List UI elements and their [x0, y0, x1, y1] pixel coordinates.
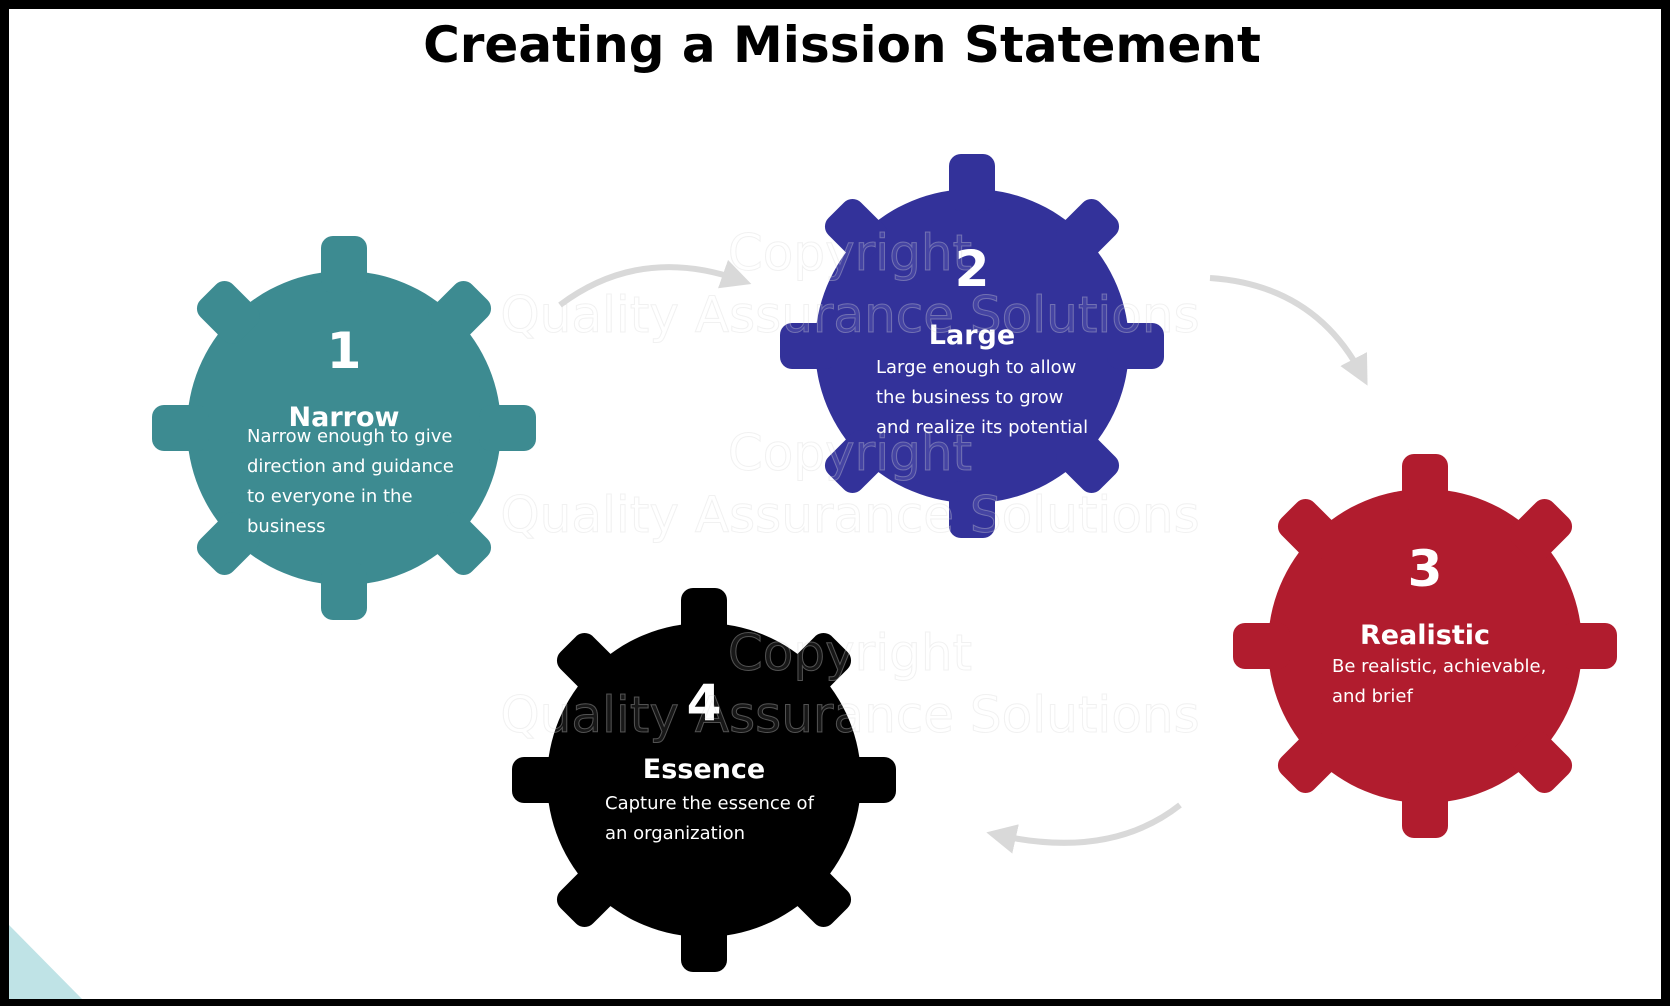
- step-3-description-line: Be realistic, achievable,: [1332, 656, 1546, 677]
- arrow-3-to-4: [986, 802, 1182, 854]
- step-3-label: Realistic: [1360, 620, 1490, 651]
- step-2-number: 2: [955, 240, 990, 298]
- arrow-1-to-2: [558, 259, 752, 308]
- step-2-description-line: the business to grow: [876, 387, 1063, 408]
- watermark-line1: Copyright: [728, 224, 972, 282]
- watermark-line2: Quality Assurance Solutions: [500, 286, 1199, 344]
- watermark-line1: Copyright: [728, 624, 972, 682]
- step-3-number: 3: [1408, 540, 1443, 598]
- arrow-2-to-3: [1209, 275, 1368, 386]
- step-1-description-line: to everyone in the: [247, 486, 413, 507]
- step-4-description-line: an organization: [605, 823, 745, 844]
- watermark-line2: Quality Assurance Solutions: [500, 486, 1199, 544]
- step-4-description-line: Capture the essence of: [605, 793, 815, 814]
- step-4-number: 4: [687, 674, 722, 732]
- step-2-description-line: and realize its potential: [876, 417, 1088, 438]
- step-2-label: Large: [929, 320, 1015, 351]
- step-1-description-line: Narrow enough to give: [247, 426, 452, 447]
- step-4-label: Essence: [643, 754, 765, 785]
- watermark-line1: Copyright: [728, 424, 972, 482]
- watermark-line2: Quality Assurance Solutions: [500, 686, 1199, 744]
- flow-arrows: [558, 259, 1368, 854]
- step-1-description-line: direction and guidance: [247, 456, 454, 477]
- diagram-title: Creating a Mission Statement: [423, 16, 1261, 74]
- step-1-number: 1: [327, 322, 362, 380]
- step-1-description-line: business: [247, 516, 325, 537]
- step-2-description-line: Large enough to allow: [876, 357, 1076, 378]
- corner-accent: [9, 925, 82, 999]
- step-1-label: Narrow: [289, 402, 400, 433]
- step-3-description-line: and brief: [1332, 686, 1413, 707]
